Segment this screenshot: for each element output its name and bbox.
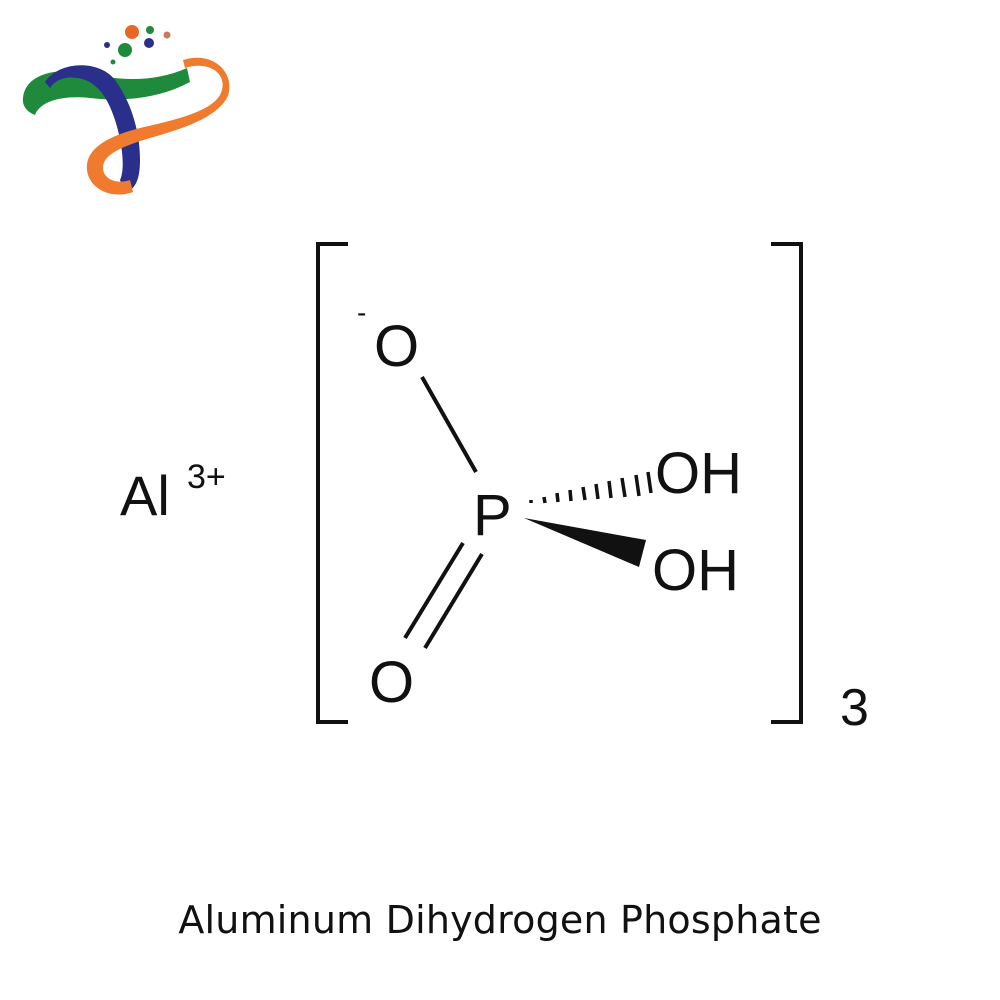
oxygen-negative-charge: - [357,297,366,328]
compound-name-caption: Aluminum Dihydrogen Phosphate [178,898,822,942]
hydroxyl-hashed-label: OH [655,441,742,506]
hydroxyl-wedged-label: OH [652,538,739,603]
aluminum-cation: Al 3+ [120,458,226,527]
phosphorus-label: P [473,483,512,548]
hashed-bond [529,471,653,504]
bracket-subscript: 3 [840,679,869,737]
right-bracket [771,242,803,724]
oxygen-negative-label: O [374,314,419,379]
single-bond [420,376,478,473]
company-logo [15,20,230,205]
left-bracket [316,242,348,724]
oxygen-double-label: O [369,650,414,715]
wedge-bond [524,518,646,567]
cation-symbol: Al [120,464,170,527]
cation-charge: 3+ [187,458,226,496]
double-bond-line-2 [423,552,484,650]
double-bond-line-1 [403,541,465,640]
infinity-ribbon-logo-icon [22,25,230,195]
